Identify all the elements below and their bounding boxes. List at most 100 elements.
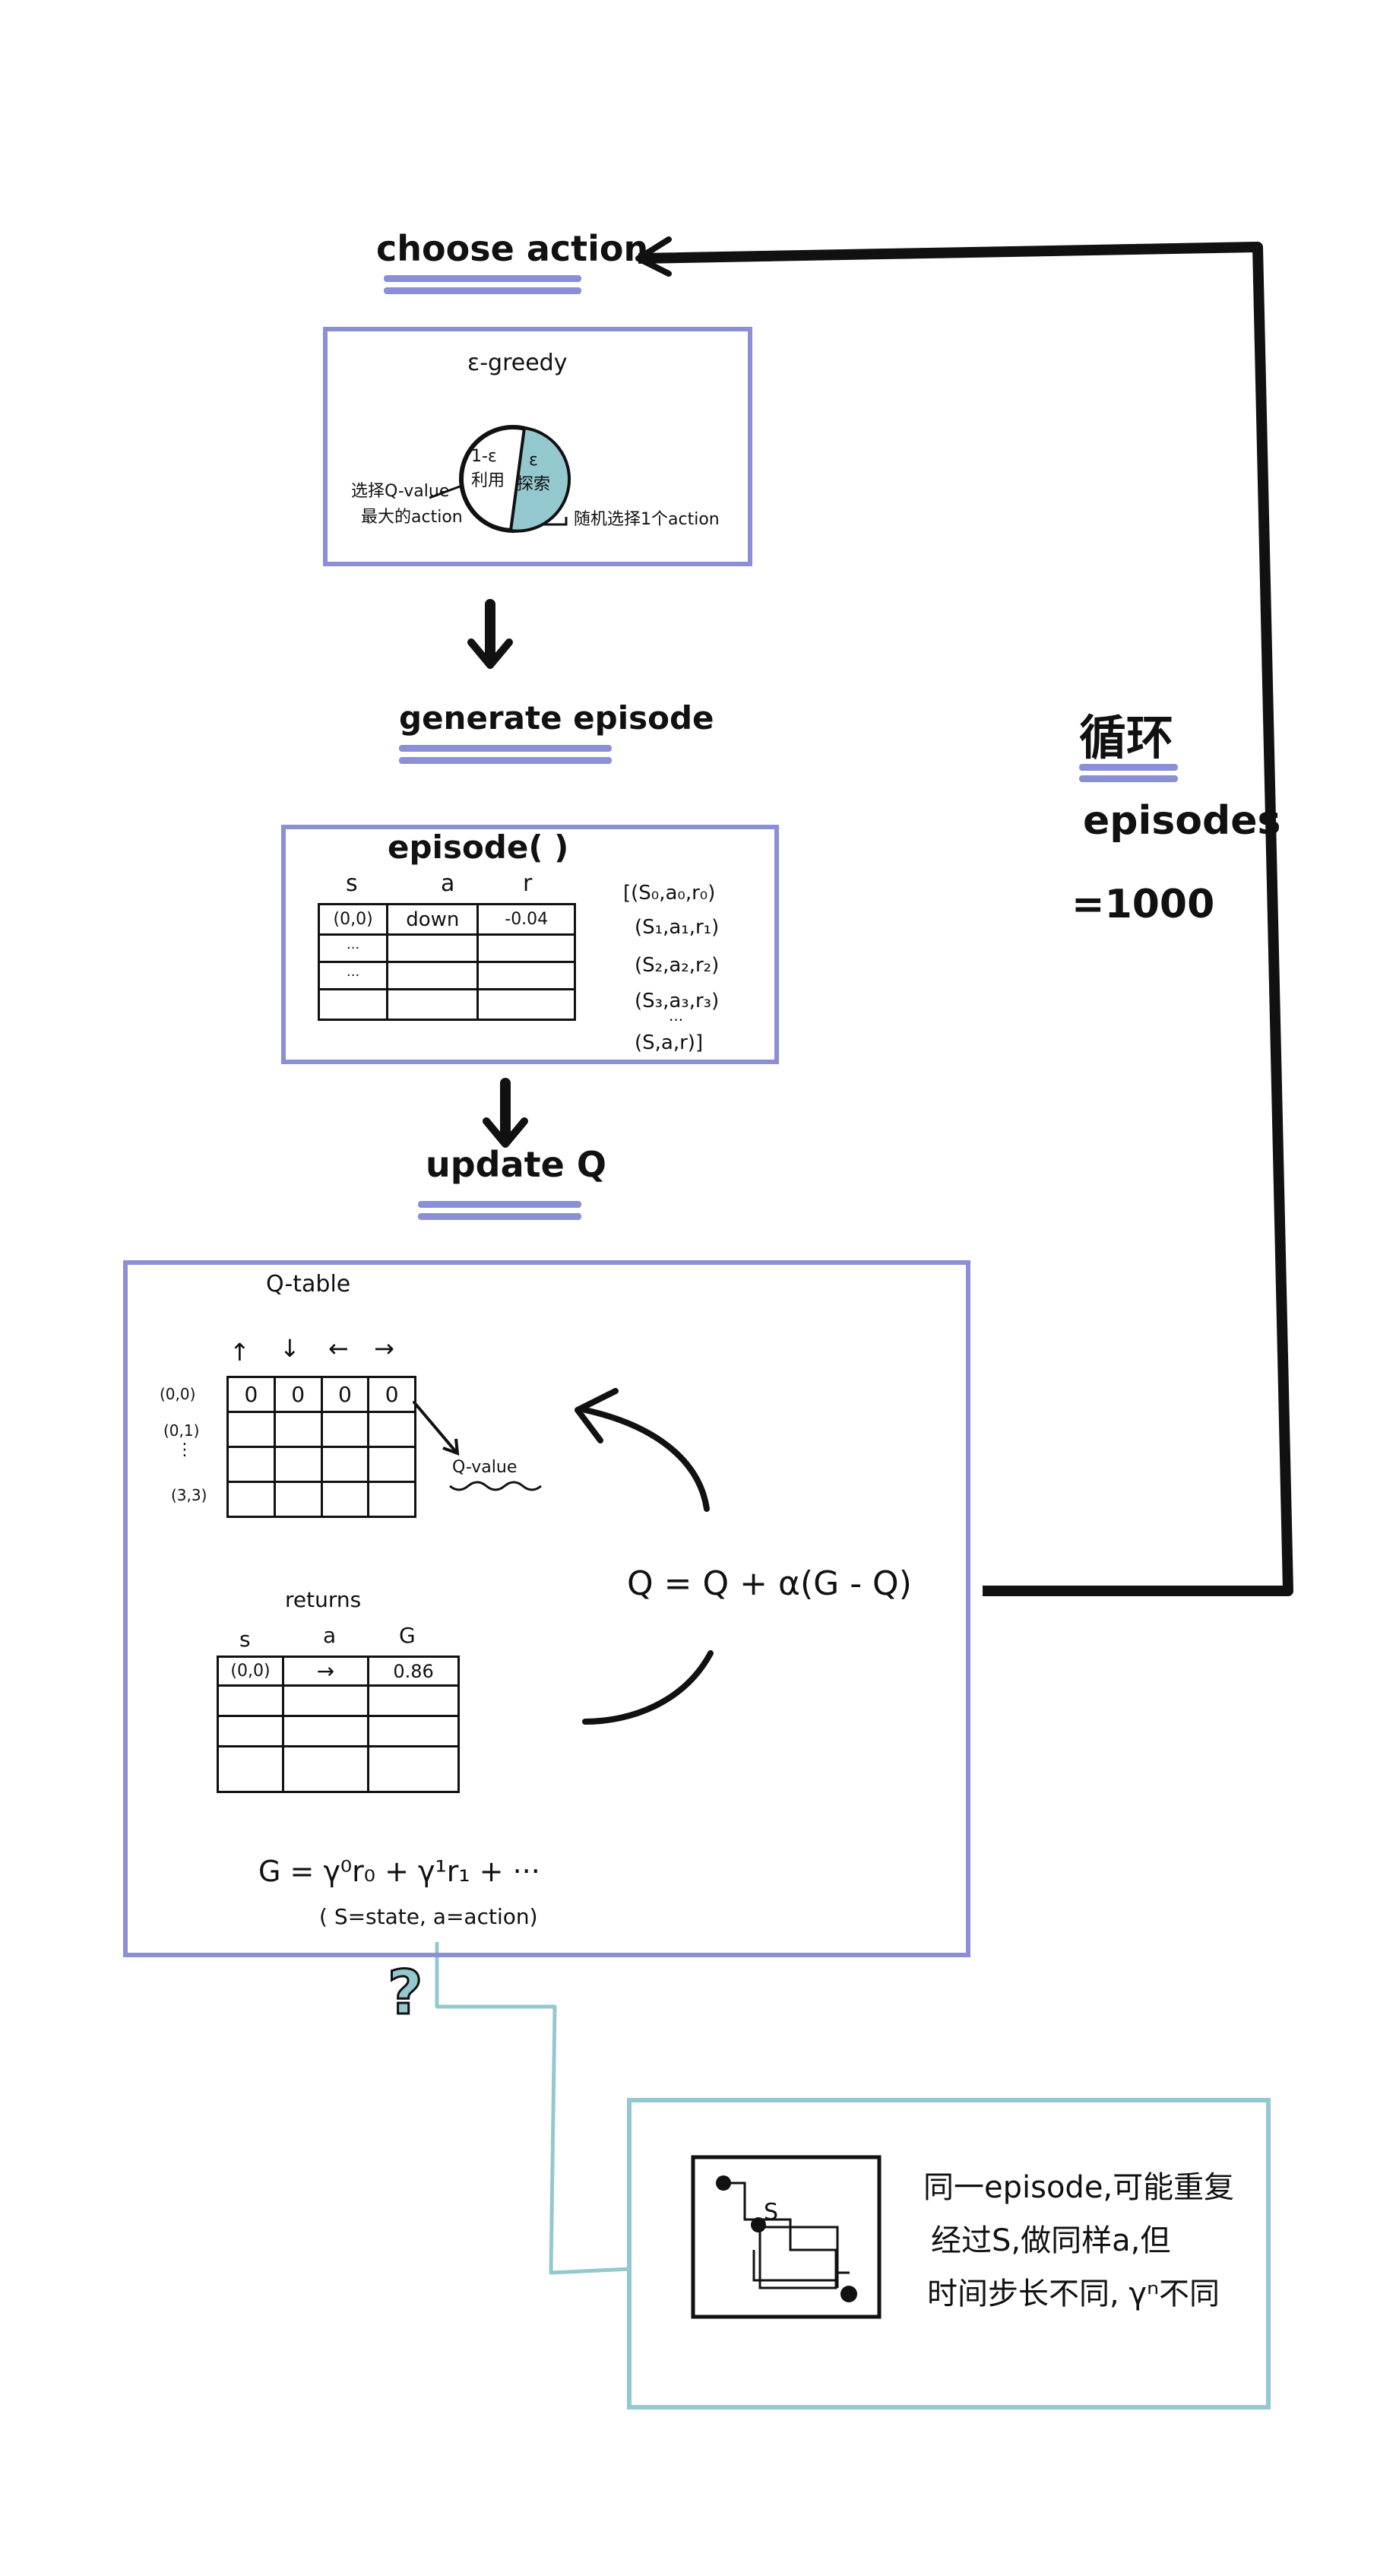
note-text-2: 经过S,做同样a,但: [931, 2223, 1171, 2258]
returns-cell: [217, 1684, 284, 1717]
qtable-row-label: (3,3): [171, 1486, 207, 1504]
episode-cell: [317, 988, 389, 1021]
egreedy-pie-explore: [508, 426, 571, 533]
episode-header-a: a: [441, 870, 455, 897]
update-arrow-lower: [582, 1650, 714, 1725]
qtable-cell: [320, 1446, 370, 1483]
returns-cell: →: [281, 1656, 370, 1687]
qtable-cell: [226, 1411, 276, 1448]
qtable-cell: 0: [226, 1376, 276, 1413]
maze-s-label: S: [764, 2199, 779, 2226]
episode-cell: down: [386, 903, 480, 936]
qtable-cell: 0: [273, 1376, 323, 1413]
returns-cell: 0.86: [367, 1656, 460, 1687]
qtable-cell: [226, 1446, 276, 1483]
note-connector: [435, 1942, 632, 2275]
qtable-cell: [367, 1411, 416, 1448]
choose-action-heading: choose action: [376, 228, 649, 269]
qtable-cell: [367, 1481, 416, 1518]
egreedy-explore-label: ε 探索: [517, 451, 551, 494]
qtable-cell: [273, 1481, 323, 1518]
qtable-col-left: ←: [328, 1334, 349, 1363]
episode-seq-4: ···: [669, 1011, 684, 1029]
generate-episode-heading: generate episode: [399, 699, 714, 737]
question-mark-icon: ?: [386, 1957, 423, 2029]
returns-cell: [281, 1745, 370, 1793]
loop-line3: =1000: [1072, 882, 1215, 927]
episode-seq-3: (S₃,a₃,r₃): [635, 990, 720, 1012]
state-action-legend: ( S=state, a=action): [319, 1904, 538, 1929]
choose-action-underline: [384, 275, 581, 282]
qvalue-pointer: [413, 1401, 457, 1453]
loop-line2: episodes: [1083, 798, 1281, 844]
episode-cell: [476, 933, 576, 963]
episode-cell: -0.04: [476, 903, 576, 936]
note-box: [627, 2098, 1271, 2410]
qtable-row-label: (0,1): [163, 1421, 200, 1440]
episode-seq-5: (S,a,r)]: [635, 1031, 704, 1054]
episode-cell: (0,0): [317, 903, 389, 936]
returns-header-s: s: [239, 1627, 251, 1652]
episode-cell: [386, 988, 480, 1021]
loop-title: 循环: [1079, 710, 1174, 765]
qtable-cell: 0: [320, 1376, 370, 1413]
qtable-row-label: ⋮: [176, 1440, 193, 1459]
episode-cell: ···: [317, 933, 389, 963]
episode-cell: [476, 961, 576, 990]
episode-header-r: r: [523, 870, 533, 897]
returns-cell: [217, 1745, 284, 1793]
egreedy-left-note-2: 最大的action: [361, 508, 463, 527]
qtable-cell: 0: [367, 1376, 416, 1413]
loop-title-underline: [1079, 764, 1178, 771]
qtable-col-down: ↓: [280, 1334, 300, 1363]
returns-cell: [217, 1715, 284, 1747]
update-q-box: [123, 1260, 970, 1957]
g-formula: G = γ⁰r₀ + γ¹r₁ + ···: [258, 1855, 540, 1888]
qtable-row-label: (0,0): [160, 1385, 196, 1403]
egreedy-box: [323, 327, 752, 566]
returns-cell: [367, 1684, 460, 1717]
episode-seq-2: (S₂,a₂,r₂): [635, 954, 720, 977]
returns-table: (0,0) → 0.86: [217, 1656, 460, 1793]
returns-cell: [367, 1745, 460, 1793]
update-formula: Q = Q + α(G - Q): [627, 1564, 912, 1603]
loop-return-line: [638, 242, 1293, 1596]
returns-header-a: a: [323, 1623, 337, 1648]
loop-arrowhead: [635, 236, 672, 277]
qtable-cell: [320, 1481, 370, 1518]
returns-cell: (0,0): [217, 1656, 284, 1687]
returns-header-g: G: [399, 1623, 416, 1648]
returns-cell: [281, 1684, 370, 1717]
qtable-col-up: ↑: [230, 1338, 250, 1367]
episode-cell: ···: [317, 961, 389, 990]
note-text-3: 时间步长不同, γⁿ不同: [927, 2277, 1220, 2311]
egreedy-left-note-1: 选择Q-value: [351, 482, 450, 501]
qvalue-note: Q-value: [452, 1458, 518, 1477]
maze-frame: [691, 2155, 882, 2319]
qtable-cell: [273, 1411, 323, 1448]
update-arrow-upper: [582, 1407, 710, 1512]
qtable-col-right: →: [374, 1334, 394, 1363]
episode-cell: [476, 988, 576, 1021]
returns-title: returns: [285, 1587, 362, 1612]
qtable-cell: [273, 1446, 323, 1483]
qtable-cell: [320, 1411, 370, 1448]
returns-cell: [367, 1715, 460, 1747]
qtable-cell: [367, 1446, 416, 1483]
episode-title: episode( ): [388, 829, 569, 866]
returns-cell: [281, 1715, 370, 1747]
episode-cell: [386, 961, 480, 990]
update-q-heading: update Q: [426, 1144, 606, 1185]
episode-table: (0,0) down -0.04 ··· ···: [317, 903, 576, 1021]
egreedy-right-note: 随机选择1个action: [574, 510, 720, 529]
qtable-title: Q-table: [266, 1271, 351, 1298]
qvalue-squiggle: [449, 1481, 542, 1491]
episode-cell: [386, 933, 480, 963]
episode-seq-0: [(S₀,a₀,r₀): [623, 882, 716, 905]
qtable-grid: 0 0 0 0: [226, 1376, 416, 1518]
episode-header-s: s: [346, 870, 358, 897]
episode-box: [281, 825, 779, 1064]
episode-seq-1: (S₁,a₁,r₁): [635, 916, 720, 939]
qtable-cell: [226, 1481, 276, 1518]
